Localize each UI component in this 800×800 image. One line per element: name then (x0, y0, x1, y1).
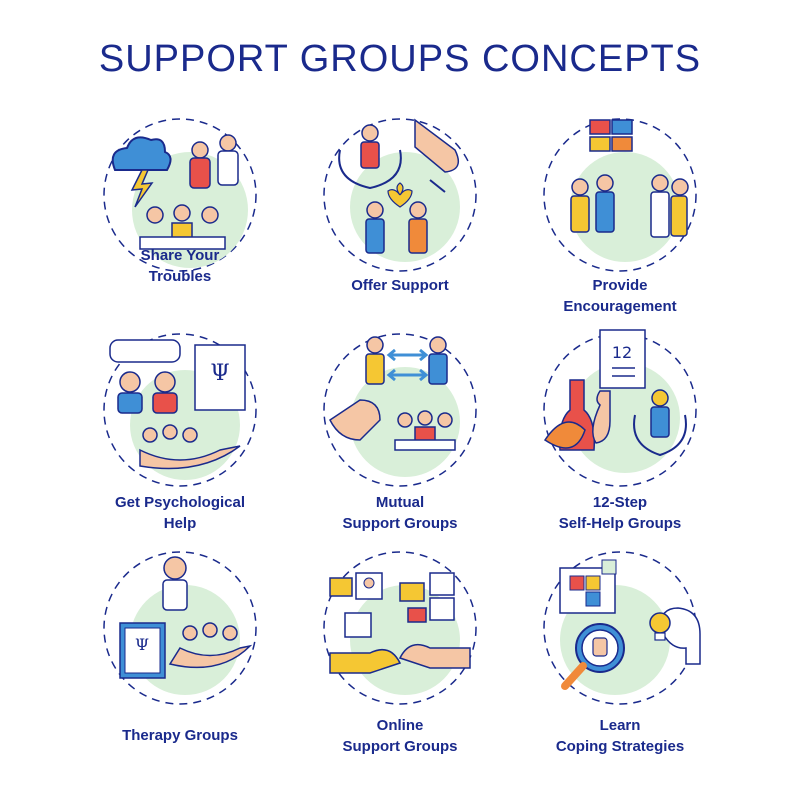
puzzle-lightbulb-icon (543, 551, 701, 705)
concept-12-step-self-help: 12 (520, 329, 720, 530)
concept-therapy-groups: Ψ (80, 548, 280, 748)
concept-label: Offer Support (351, 277, 449, 294)
online-video-call-icon (323, 551, 477, 705)
joined-hands-crowd-icon (543, 118, 697, 272)
concept-share-your-troubles (80, 115, 280, 315)
psychologist-chart-icon: Ψ (103, 333, 257, 487)
twelve-step-checklist-icon: 12 (543, 329, 697, 487)
concept-get-psychological-help: Ψ (80, 330, 280, 530)
concept-learn-coping-strategies (520, 548, 720, 748)
mutual-exchange-icon (323, 333, 477, 487)
concept-mutual-support-groups (300, 330, 500, 530)
psi-symbol: Ψ (135, 635, 149, 654)
concept-online-support-groups (300, 548, 500, 748)
concept-provide-encouragement (520, 115, 720, 315)
page-title: SUPPORT GROUPS CONCEPTS (98, 38, 702, 80)
concept-offer-support (300, 115, 500, 315)
concept-label: Therapy Groups (122, 727, 238, 744)
twelve-label: 12 (612, 343, 632, 362)
storm-cloud-people-icon (103, 118, 257, 272)
psi-symbol: Ψ (210, 361, 229, 386)
helping-hands-icon (323, 118, 477, 272)
therapist-group-icon: Ψ (103, 551, 257, 705)
